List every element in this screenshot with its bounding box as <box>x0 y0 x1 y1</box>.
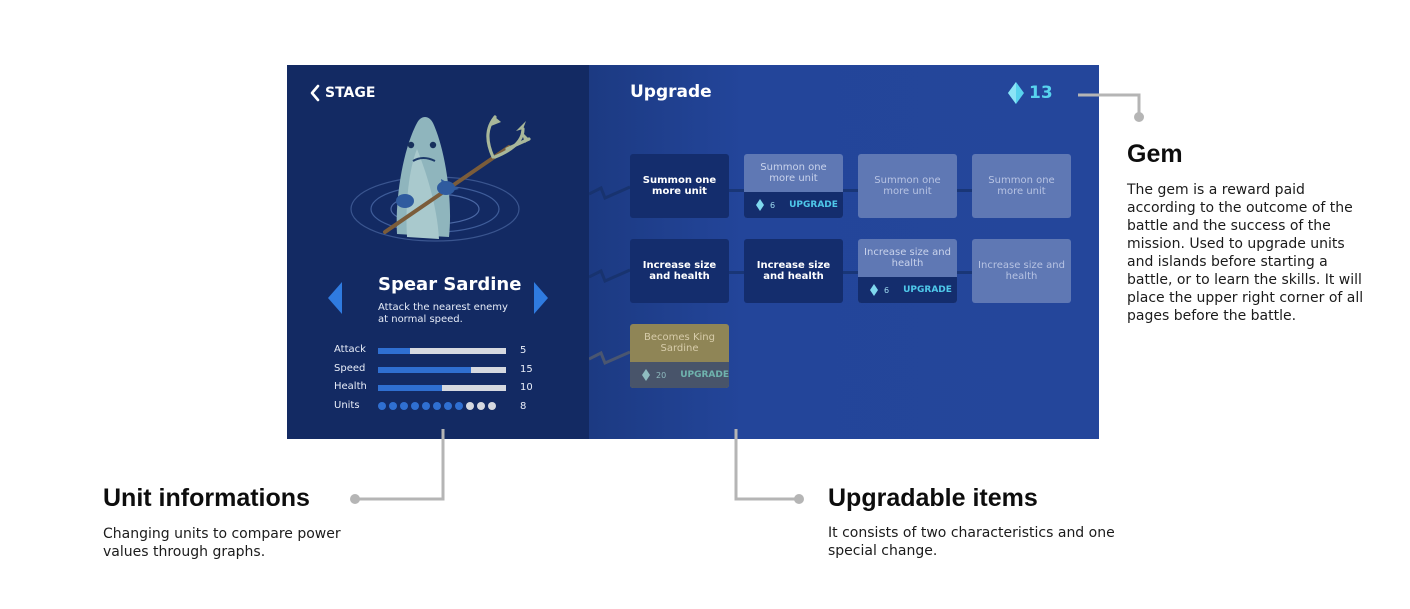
upgradable-annotation-text: It consists of two characteristics and o… <box>828 525 1115 559</box>
gem-icon <box>1008 82 1024 104</box>
upgrade-card-summon-2[interactable]: Summon one more unit 6 UPGRADE <box>744 154 843 218</box>
stat-value: 10 <box>520 382 533 393</box>
stat-value: 5 <box>520 345 527 356</box>
upgrade-card-label: Summon one more unit <box>988 175 1055 197</box>
row-connector <box>957 189 972 192</box>
unit-dot-filled <box>433 401 441 410</box>
stat-label: Speed <box>334 362 366 374</box>
page-title: Upgrade <box>630 82 712 102</box>
upgrade-label: UPGRADE <box>903 285 952 295</box>
gem-counter: 13 <box>1007 81 1053 105</box>
upgrade-cost: 6 <box>884 285 890 295</box>
gem-annotation-title: Gem <box>1127 140 1183 168</box>
stat-bar-track <box>378 385 506 391</box>
stat-row-units: Units 8 <box>334 400 574 419</box>
upgrade-card-size-3[interactable]: Increase size and health 6 UPGRADE <box>858 239 957 303</box>
row-connector <box>843 271 858 274</box>
upgrade-card-label: Increase size and health <box>756 260 831 282</box>
stat-bar-track <box>378 366 506 373</box>
unit-dot-filled <box>378 401 386 410</box>
gem-icon <box>642 369 650 381</box>
upgrade-card-label: Summon one more unit <box>760 162 827 184</box>
previous-unit-arrow-icon[interactable] <box>327 281 343 315</box>
stat-row-health: Health 10 <box>334 381 574 400</box>
unit-dot-filled <box>411 401 419 410</box>
stat-label: Health <box>334 381 367 392</box>
unit-description: Attack the nearest enemy at normal speed… <box>378 302 508 325</box>
unit-info-panel: STAGE <box>287 65 589 439</box>
upgrade-card-label: Summon one more unit <box>874 175 941 197</box>
upgrade-label: UPGRADE <box>680 370 729 380</box>
upgrade-button[interactable]: 20 UPGRADE <box>630 362 729 388</box>
unit-dot-filled <box>455 401 463 410</box>
stat-value: 8 <box>520 400 527 412</box>
stat-bar-fill <box>378 366 472 373</box>
unit-stats: Attack 5 Speed 15 Health 10 <box>334 344 574 418</box>
stat-bar-fill <box>378 348 410 354</box>
upgrade-card-label: Increase size and health <box>864 247 951 269</box>
unit-dot-filled <box>444 401 452 410</box>
upgrade-card-label: Increase size and health <box>642 260 717 282</box>
row-connector <box>957 271 972 274</box>
stat-label: Attack <box>334 344 366 355</box>
unit-dot-empty <box>466 401 474 410</box>
upgrade-card-king-sardine[interactable]: Becomes King Sardine 20 UPGRADE <box>630 324 729 388</box>
upgrade-card-summon-4[interactable]: Summon one more unit <box>972 154 1071 218</box>
gem-icon <box>870 284 878 296</box>
row-connector <box>729 271 744 274</box>
row-connector <box>729 189 744 192</box>
unit-count-dots <box>378 401 496 410</box>
upgrade-card-summon-3[interactable]: Summon one more unit <box>858 154 957 218</box>
upgrade-card-size-1[interactable]: Increase size and health <box>630 239 729 303</box>
stat-value: 15 <box>520 363 533 375</box>
upgrade-panel: Upgrade 13 Summon one more unit Summon o… <box>589 65 1099 439</box>
stat-bar-fill <box>378 385 442 391</box>
row-connector <box>843 189 858 192</box>
unit-dot-empty <box>488 401 496 410</box>
upgrade-card-size-4[interactable]: Increase size and health <box>972 239 1071 303</box>
upgrade-label: UPGRADE <box>789 200 838 210</box>
upgrade-card-label: Summon one more unit <box>642 175 717 197</box>
unit-dot-filled <box>422 401 430 410</box>
upgrade-cost: 6 <box>770 200 776 210</box>
stat-label: Units <box>334 399 360 411</box>
unit-dot-filled <box>389 401 397 410</box>
upgradable-annotation-title: Upgradable items <box>828 484 1038 512</box>
unit-dot-filled <box>400 401 408 410</box>
stat-row-speed: Speed 15 <box>334 363 574 382</box>
upgrade-card-size-2[interactable]: Increase size and health <box>744 239 843 303</box>
upgrade-card-summon-1[interactable]: Summon one more unit <box>630 154 729 218</box>
unit-dot-empty <box>477 401 485 410</box>
upgrade-card-label: Becomes King Sardine <box>644 332 715 354</box>
chevron-left-icon <box>310 84 320 102</box>
upgrade-screen: STAGE <box>287 65 1099 439</box>
stat-bar-track <box>378 348 506 354</box>
upgrade-cost: 20 <box>656 370 667 380</box>
unit-name: Spear Sardine <box>378 274 522 295</box>
upgrade-button[interactable]: 6 UPGRADE <box>858 277 957 303</box>
upgrade-path-decoration <box>589 185 631 365</box>
stat-row-attack: Attack 5 <box>334 344 574 363</box>
back-label: STAGE <box>325 85 376 101</box>
unit-info-annotation-text: Changing units to compare power values t… <box>103 526 341 560</box>
spear-sardine-illustration <box>350 115 531 242</box>
upgrade-card-label: Increase size and health <box>978 260 1065 282</box>
gem-icon <box>756 199 764 211</box>
back-button[interactable]: STAGE <box>309 84 375 102</box>
next-unit-arrow-icon[interactable] <box>533 281 549 315</box>
unit-info-annotation-title: Unit informations <box>103 484 310 512</box>
gem-annotation-text: The gem is a reward paid according to th… <box>1127 182 1364 324</box>
gem-count: 13 <box>1029 83 1053 103</box>
upgrade-button[interactable]: 6 UPGRADE <box>744 192 843 218</box>
